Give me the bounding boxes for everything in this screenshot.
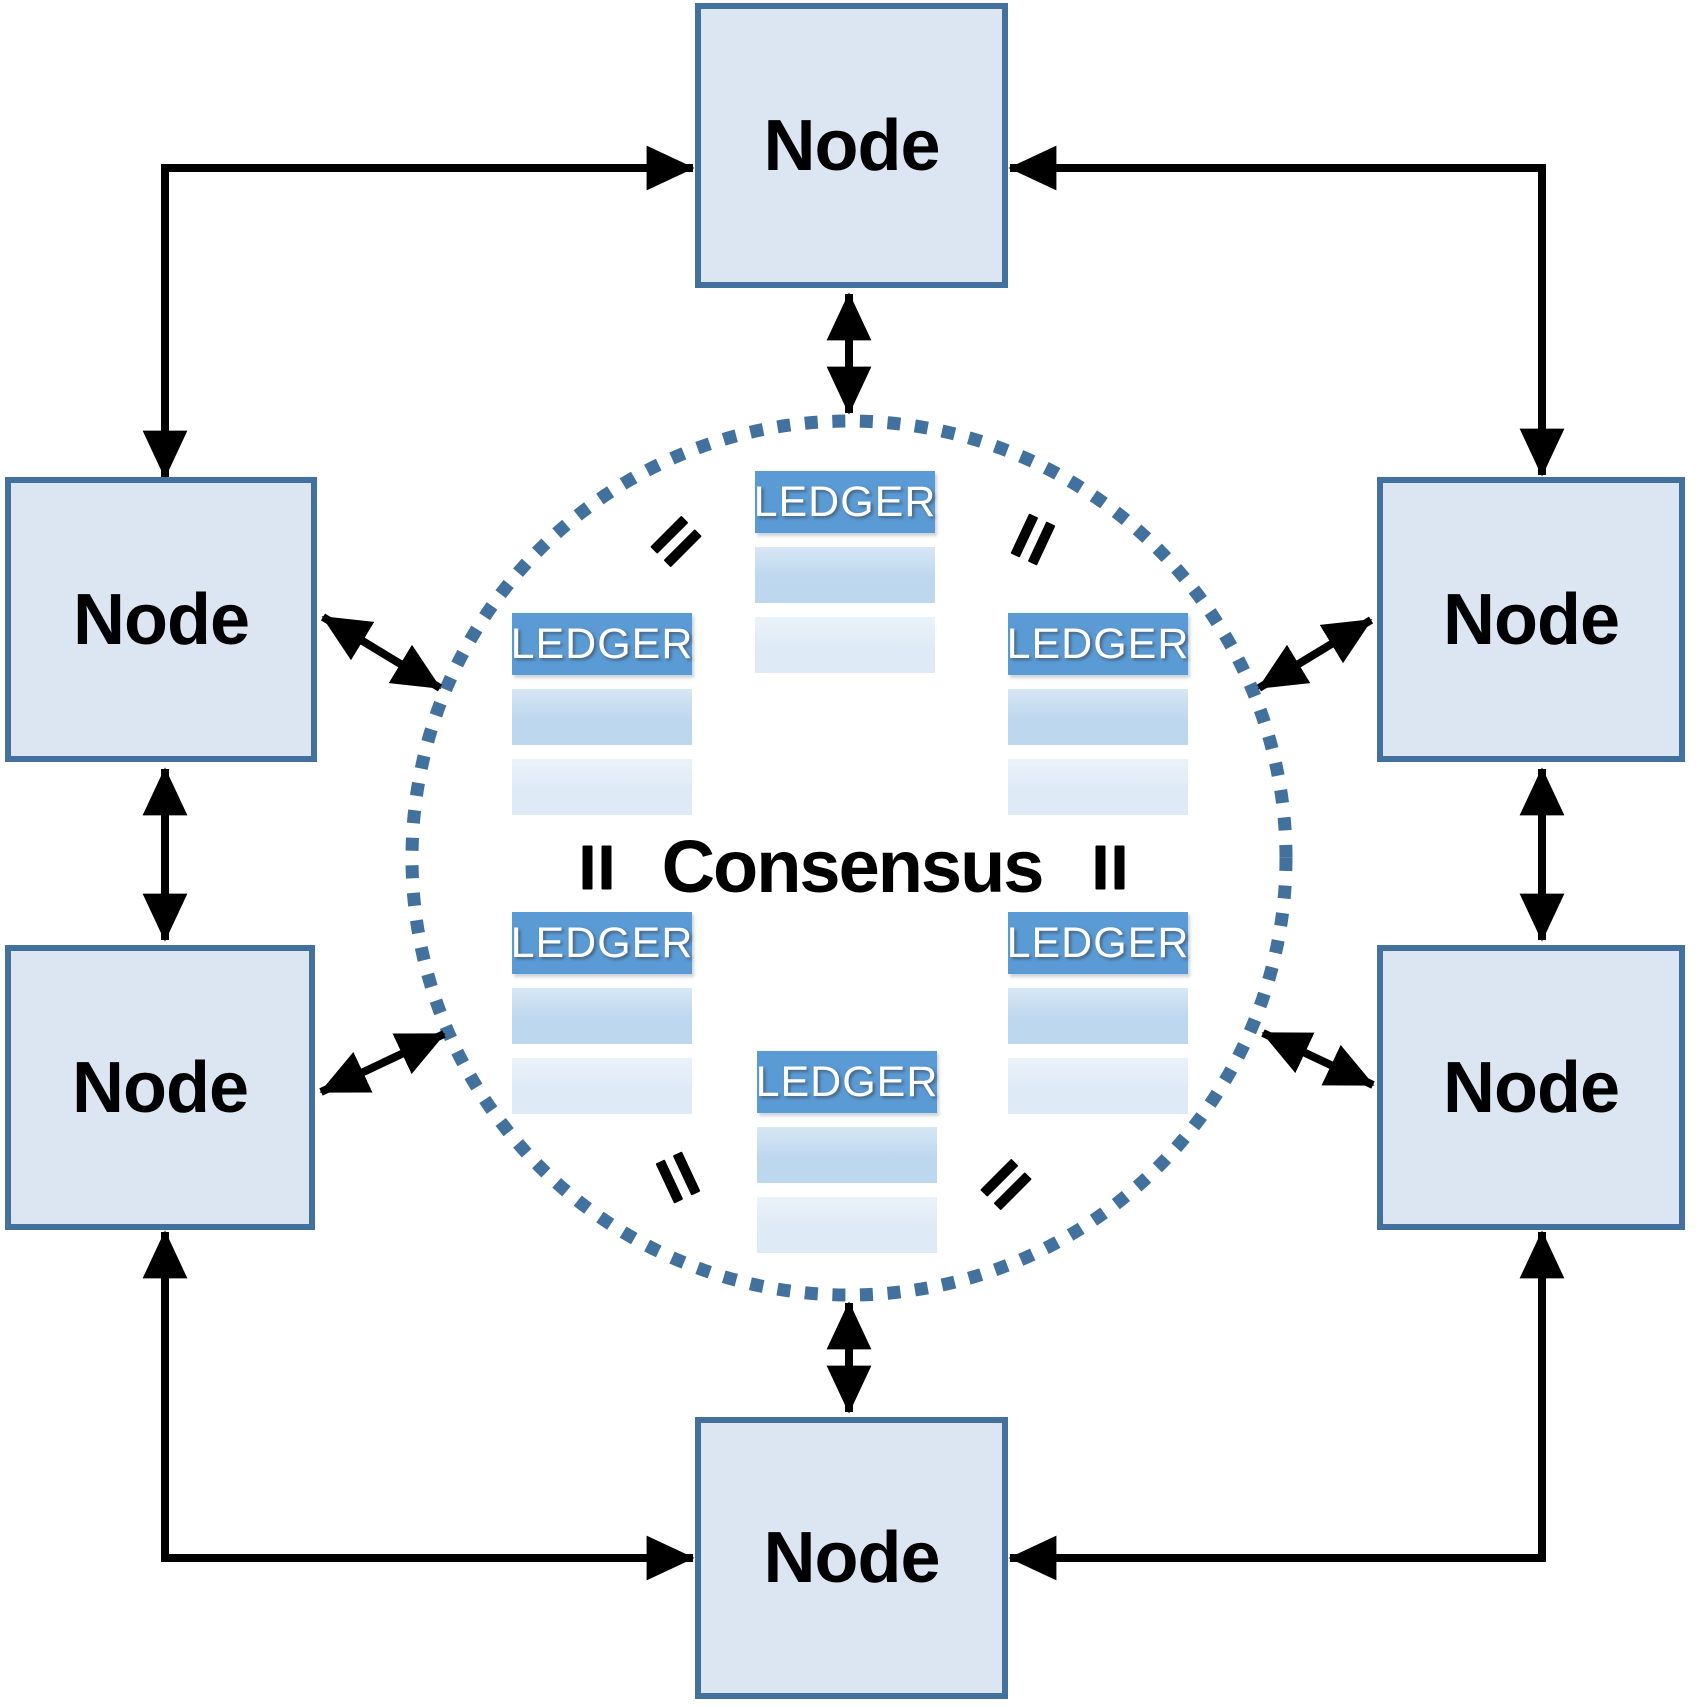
- ledger-row: [1008, 759, 1188, 815]
- connector-right-upper-to-top-node: [1008, 145, 1565, 477]
- consensus-label: Consensus: [661, 824, 1045, 908]
- ledger-mid-left: LEDGER: [511, 613, 692, 815]
- ledger-mid-right: LEDGER: [1007, 613, 1188, 815]
- ledger-row: [512, 988, 692, 1044]
- ledger-row: [755, 547, 935, 603]
- node-box-bottom: Node: [695, 1417, 1008, 1699]
- ledger-lower-left: LEDGER: [511, 912, 692, 1114]
- ledger-header: LEDGER: [511, 613, 692, 675]
- arrow-right-lower-to-circle: [1261, 1029, 1375, 1089]
- arrow-left-upper-to-circle: [320, 613, 443, 692]
- ledger-header: LEDGER: [1007, 613, 1188, 675]
- node-box-left-lower: Node: [5, 945, 315, 1230]
- ledger-row: [757, 1197, 937, 1253]
- connector-right-lower-to-bottom-node: [1008, 1230, 1565, 1581]
- node-box-top: Node: [695, 3, 1008, 288]
- ledger-header: LEDGER: [756, 1051, 937, 1113]
- ledger-row: [755, 617, 935, 673]
- node-label: Node: [72, 1047, 249, 1128]
- ledger-header: LEDGER: [511, 912, 692, 974]
- node-label: Node: [763, 1518, 941, 1598]
- ledger-header: LEDGER: [754, 471, 935, 533]
- ledger-row: [757, 1127, 937, 1183]
- node-box-right-lower: Node: [1377, 945, 1685, 1230]
- node-label: Node: [763, 105, 941, 186]
- ledger-header: LEDGER: [1007, 912, 1188, 974]
- node-label: Node: [1443, 1047, 1620, 1128]
- ledger-bottom-center: LEDGER: [756, 1051, 937, 1253]
- ledger-lower-right: LEDGER: [1007, 912, 1188, 1114]
- consensus-dotted-circle: [405, 414, 1293, 1302]
- arrow-left-lower-to-circle: [319, 1030, 446, 1096]
- node-label: Node: [1443, 579, 1620, 660]
- equals-icon: [582, 845, 612, 890]
- ledger-top-center: LEDGER: [754, 471, 935, 673]
- ledger-row: [512, 689, 692, 745]
- arrow-right-upper-to-circle: [1256, 616, 1374, 692]
- node-box-left-upper: Node: [5, 477, 317, 762]
- ledger-row: [512, 759, 692, 815]
- ledger-row: [1008, 689, 1188, 745]
- ledger-row: [1008, 1058, 1188, 1114]
- ledger-row: [1008, 988, 1188, 1044]
- connector-left-lower-to-bottom-node: [142, 1230, 695, 1581]
- node-label: Node: [73, 579, 250, 660]
- node-box-right-upper: Node: [1377, 477, 1685, 762]
- equals-icon: [1095, 845, 1125, 890]
- ledger-row: [512, 1058, 692, 1114]
- connector-left-upper-to-top-node: [142, 145, 695, 479]
